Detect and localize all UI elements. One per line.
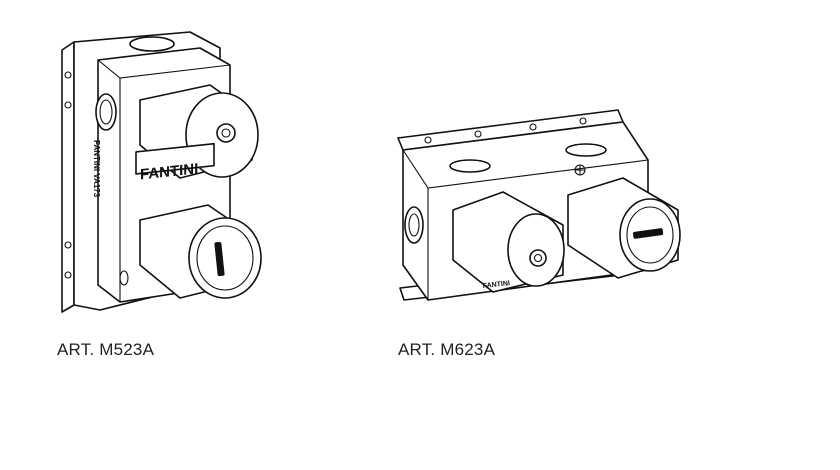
brand-label: FANTINI bbox=[140, 160, 198, 183]
side-label: FANTINI VA173 bbox=[92, 140, 101, 198]
product-drawing-m623a: FANTINI bbox=[388, 100, 688, 315]
m623a-line-drawing: FANTINI bbox=[397, 109, 681, 301]
product-drawing-m523a: FANTINI VA173 FANTINI bbox=[40, 30, 300, 320]
m523a-line-drawing: FANTINI VA173 FANTINI bbox=[61, 31, 262, 313]
brand-label-m623a: FANTINI bbox=[482, 280, 510, 290]
caption-m623a: ART. M623A bbox=[398, 340, 496, 359]
caption-m523a: ART. M523A bbox=[57, 340, 155, 359]
